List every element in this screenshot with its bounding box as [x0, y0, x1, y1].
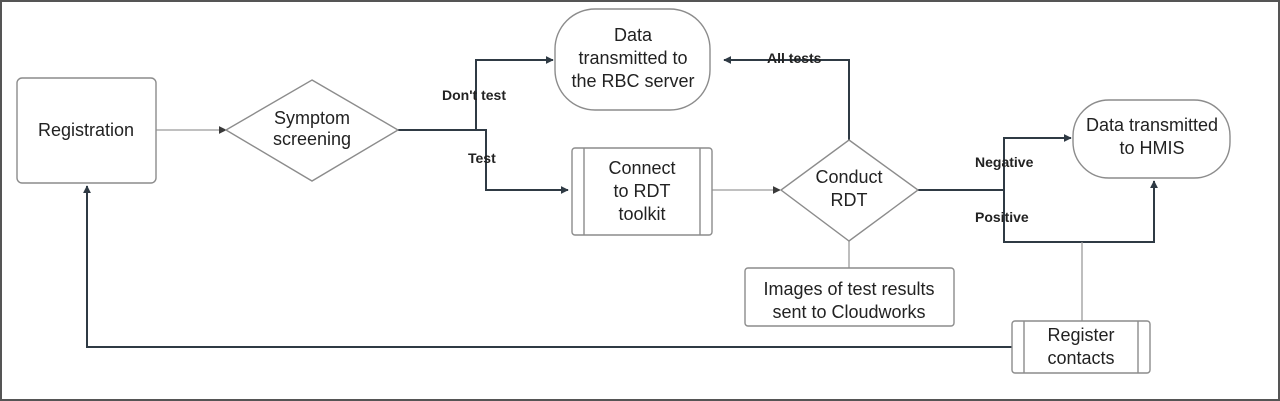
node-conduct-rdt: Conduct RDT — [779, 139, 920, 242]
data-hmis-line-2: to HMIS — [1119, 138, 1184, 158]
register-contacts-line-1: Register — [1047, 325, 1114, 345]
edge-label-dont-test: Don't test — [442, 87, 506, 103]
edge-label-test: Test — [468, 150, 496, 166]
images-cloudworks-line-1: Images of test results — [763, 279, 934, 299]
conduct-rdt-line-1: Conduct — [815, 167, 882, 187]
data-hmis-line-1: Data transmitted — [1086, 115, 1218, 135]
data-rbc-line-1: Data — [614, 25, 653, 45]
node-register-contacts: Register contacts — [1011, 320, 1151, 374]
images-cloudworks-line-2: sent to Cloudworks — [772, 302, 925, 322]
edge-label-all-tests: All tests — [767, 50, 822, 66]
connector-screening-to-connect-rdt — [398, 129, 569, 194]
conduct-rdt-line-2: RDT — [831, 190, 868, 210]
connector-conduct-to-hmis-positive — [918, 180, 1158, 243]
node-data-rbc-server: Data transmitted to the RBC server — [554, 8, 711, 111]
registration-label: Registration — [38, 120, 134, 140]
connect-rdt-line-3: toolkit — [618, 204, 665, 224]
edge-label-negative: Negative — [975, 154, 1034, 170]
connector-conduct-to-rbc — [723, 56, 850, 140]
edge-label-positive: Positive — [975, 209, 1029, 225]
node-symptom-screening: Symptom screening — [224, 79, 400, 182]
node-connect-rdt-toolkit: Connect to RDT toolkit — [571, 147, 713, 236]
connect-rdt-line-1: Connect — [608, 158, 675, 178]
data-rbc-line-3: the RBC server — [571, 71, 694, 91]
connect-rdt-line-2: to RDT — [613, 181, 670, 201]
data-rbc-line-2: transmitted to — [578, 48, 687, 68]
node-images-cloudworks: Images of test results sent to Cloudwork… — [744, 267, 955, 327]
node-registration: Registration — [16, 77, 157, 184]
connector-contacts-to-registration — [83, 185, 1012, 348]
node-data-hmis: Data transmitted to HMIS — [1072, 99, 1231, 179]
symptom-screening-line-1: Symptom — [274, 108, 350, 128]
register-contacts-line-2: contacts — [1047, 348, 1114, 368]
symptom-screening-line-2: screening — [273, 129, 351, 149]
